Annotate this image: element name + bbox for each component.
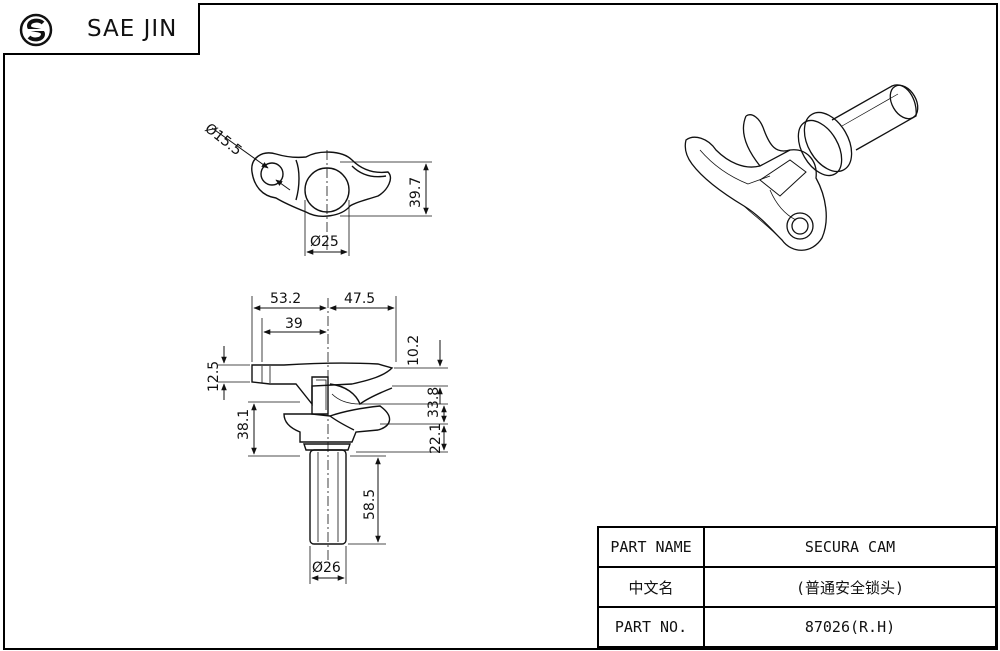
drawing-border <box>3 3 998 650</box>
sj-monogram-icon <box>19 13 53 47</box>
title-row-chinese-name: 中文名 (普通安全锁头) <box>597 566 997 608</box>
chinese-name-value: (普通安全锁头) <box>703 566 997 608</box>
isometric-view <box>684 84 919 251</box>
part-no-label: PART NO. <box>597 606 705 648</box>
title-row-part-name: PART NAME SECURA CAM <box>597 526 997 568</box>
top-view <box>211 127 432 256</box>
front-left-width-label: 53.2 <box>270 291 301 307</box>
front-right-width-label: 47.5 <box>344 291 375 307</box>
front-upper-body-label: 38.1 <box>236 409 252 440</box>
front-shaft-diameter-label: Ø26 <box>312 560 341 576</box>
front-groove-label: 33.8 <box>426 387 442 418</box>
title-row-part-no: PART NO. 87026(R.H) <box>597 606 997 648</box>
front-shaft-length-label: 58.5 <box>362 489 378 520</box>
header-logo-box: SAE JIN <box>3 3 200 55</box>
top-shaft-diameter-label: Ø25 <box>310 234 339 250</box>
top-height-label: 39.7 <box>408 177 424 208</box>
part-name-label: PART NAME <box>597 526 705 568</box>
title-block: PART NAME SECURA CAM 中文名 (普通安全锁头) PART N… <box>597 526 997 648</box>
front-top-flange-label: 10.2 <box>406 335 422 366</box>
part-name-value: SECURA CAM <box>703 526 997 568</box>
front-inner-width-label: 39 <box>285 316 303 332</box>
part-no-value: 87026(R.H) <box>703 606 997 648</box>
chinese-name-label: 中文名 <box>597 566 705 608</box>
company-name: SAE JIN <box>87 16 178 42</box>
front-hook-height-label: 12.5 <box>206 361 222 392</box>
front-lower-flange-label: 22.1 <box>428 423 444 454</box>
front-view <box>218 296 448 584</box>
